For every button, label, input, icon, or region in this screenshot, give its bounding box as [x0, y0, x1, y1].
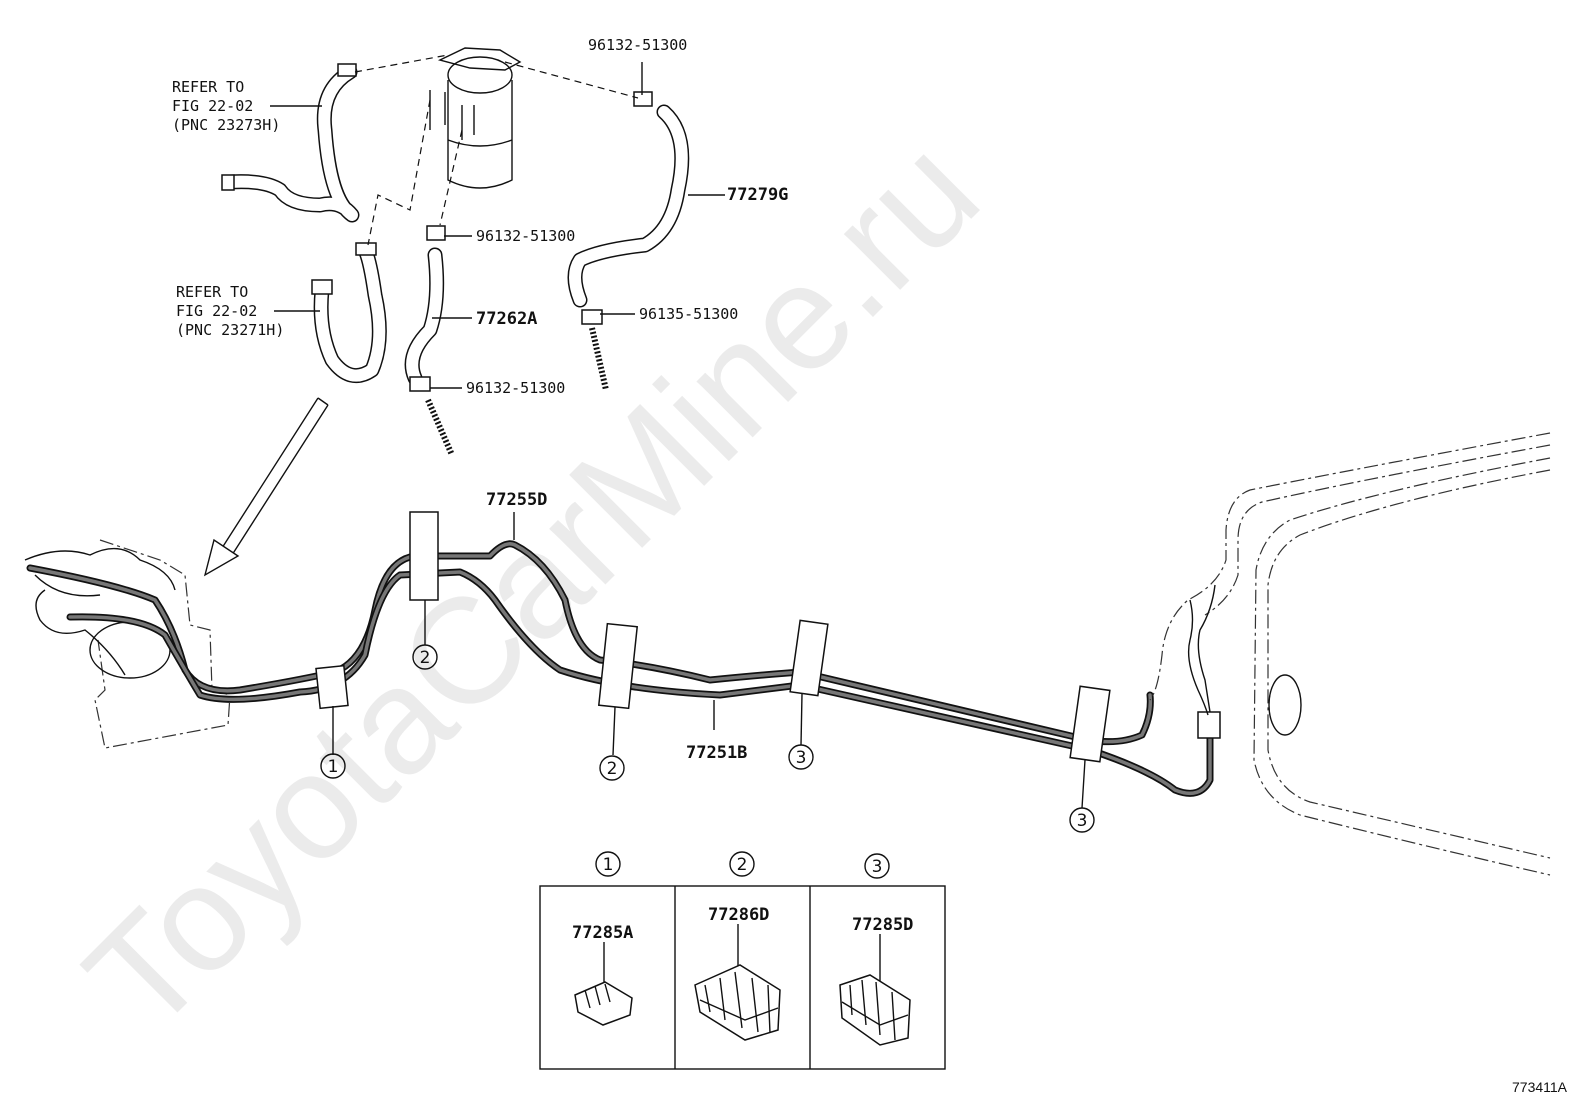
- svg-text:77285D: 77285D: [852, 915, 913, 935]
- clamp-2a: [409, 511, 439, 601]
- clamp-77285a-icon: [574, 981, 633, 1026]
- legend-item-3: 3 77285D: [839, 853, 913, 1046]
- ref-a-line1: REFER TO: [172, 78, 244, 96]
- ref-b-line1: REFER TO: [176, 283, 248, 301]
- clamp-1: [315, 664, 349, 710]
- svg-text:2: 2: [420, 648, 431, 668]
- svg-text:3: 3: [1077, 811, 1088, 831]
- clamp-77286d-icon: [694, 964, 781, 1041]
- callout-2a: 2: [412, 644, 438, 670]
- hose-77279g: [567, 91, 690, 391]
- dashed-connector: [504, 61, 639, 99]
- label-77251b: 77251B: [686, 743, 747, 763]
- svg-text:2: 2: [737, 855, 748, 875]
- ref-a-line2: FIG 22-02: [172, 97, 253, 115]
- callout-1: 1: [320, 753, 346, 779]
- canister: [429, 47, 522, 189]
- dashed-connector: [354, 54, 449, 73]
- clamp-3a: [789, 619, 829, 697]
- ref-a-line3: (PNC 23273H): [172, 116, 280, 134]
- svg-text:3: 3: [796, 748, 807, 768]
- dashed-connector: [439, 129, 463, 226]
- clamp-2b: [597, 622, 639, 710]
- vehicle-body-outline: [1149, 432, 1551, 876]
- label-clamp-top: 96132-51300: [588, 36, 687, 54]
- svg-text:2: 2: [607, 759, 618, 779]
- ref-b-line2: FIG 22-02: [176, 302, 257, 320]
- hose-ref-a: [221, 63, 360, 223]
- label-77262a: 77262A: [476, 309, 537, 329]
- legend-table: 1 77285A 2 77286D 3 77285D: [539, 851, 946, 1070]
- label-clamp-mid: 96132-51300: [476, 227, 575, 245]
- clamp-3b: [1069, 685, 1111, 763]
- svg-text:1: 1: [603, 855, 614, 875]
- label-clamp-right: 96135-51300: [639, 305, 738, 323]
- svg-text:1: 1: [328, 757, 339, 777]
- legend-item-1: 1 77285A: [572, 851, 633, 1026]
- svg-text:3: 3: [872, 857, 883, 877]
- connector: [1197, 711, 1221, 739]
- hose-ref-b: [311, 242, 387, 384]
- callout-3b: 3: [1069, 807, 1095, 833]
- label-clamp-low: 96132-51300: [466, 379, 565, 397]
- dashed-connector: [367, 99, 431, 246]
- label-77279g: 77279G: [727, 185, 788, 205]
- callout-3a: 3: [788, 744, 814, 770]
- svg-text:77286D: 77286D: [708, 905, 769, 925]
- ref-b-line3: (PNC 23271H): [176, 321, 284, 339]
- hose-77262a: [404, 225, 455, 457]
- callout-2b: 2: [599, 755, 625, 781]
- svg-text:77285A: 77285A: [572, 923, 633, 943]
- label-77255d: 77255D: [486, 490, 547, 510]
- clamp-77285d-icon: [839, 974, 911, 1046]
- figure-id: 773411A: [1512, 1079, 1568, 1095]
- legend-item-2: 2 77286D: [694, 851, 781, 1041]
- arrow-icon: [203, 397, 329, 577]
